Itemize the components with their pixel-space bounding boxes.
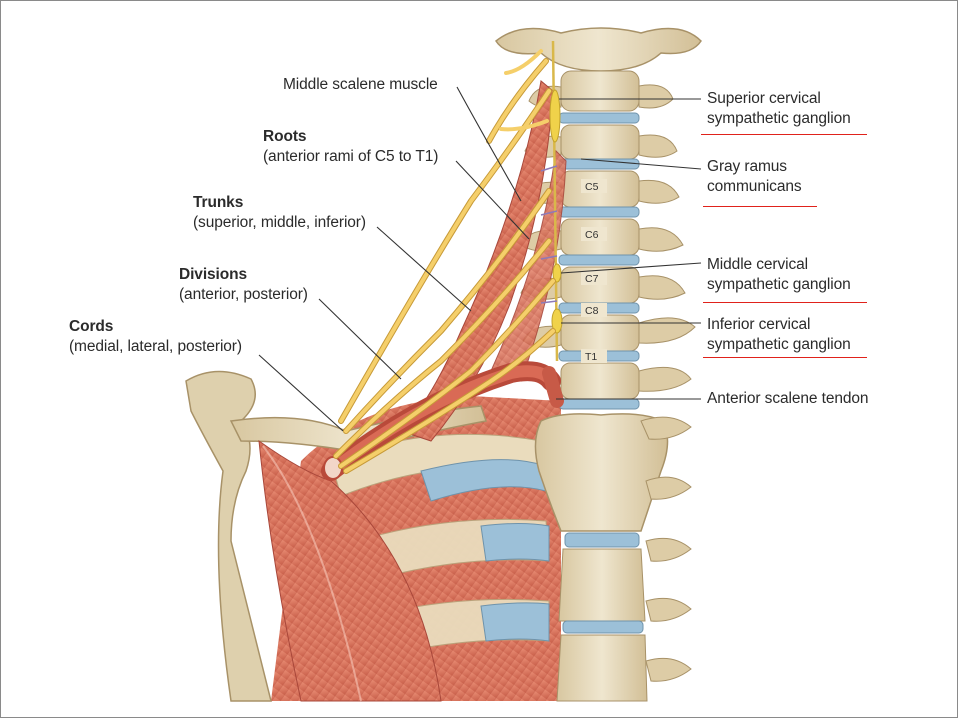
label-gray-ramus-communicans: Gray ramus communicans [707, 158, 802, 195]
label-middle-cervical-ganglion: Middle cervical sympathetic ganglion [707, 256, 851, 293]
leader-lines [258, 86, 702, 432]
label-anterior-scalene-tendon: Anterior scalene tendon [707, 390, 869, 407]
cords-title: Cords [69, 318, 114, 335]
vertebra-level-tags: C5 C6 C7 C8 T1 [581, 179, 607, 363]
sympathetic-chain [540, 40, 563, 362]
label-cords: Cords (medial, lateral, posterior) [69, 317, 242, 357]
trunks-title: Trunks [193, 194, 244, 211]
underline-gray-ramus [703, 206, 817, 207]
underline-middle-ganglion [703, 302, 867, 303]
brachial-plexus-nerves [333, 49, 556, 474]
trunks-subtitle: (superior, middle, inferior) [193, 214, 366, 231]
underline-superior-ganglion [701, 134, 867, 135]
divisions-title: Divisions [179, 266, 248, 283]
level-c8: C8 [585, 305, 599, 317]
label-inferior-cervical-ganglion: Inferior cervical sympathetic ganglion [707, 316, 851, 353]
pectoralis-minor-muscle [258, 439, 442, 702]
label-trunks: Trunks (superior, middle, inferior) [193, 193, 366, 233]
level-c5: C5 [585, 181, 599, 193]
label-roots: Roots (anterior rami of C5 to T1) [263, 127, 438, 167]
roots-title: Roots [263, 128, 307, 145]
level-c6: C6 [585, 229, 599, 241]
roots-subtitle: (anterior rami of C5 to T1) [263, 148, 439, 165]
level-c7: C7 [585, 273, 599, 285]
label-divisions: Divisions (anterior, posterior) [179, 265, 308, 305]
level-t1: T1 [585, 351, 597, 363]
cords-subtitle: (medial, lateral, posterior) [69, 338, 242, 355]
label-middle-scalene-muscle: Middle scalene muscle [283, 76, 438, 93]
label-superior-cervical-ganglion: Superior cervical sympathetic ganglion [707, 90, 851, 127]
divisions-subtitle: (anterior, posterior) [179, 286, 308, 303]
underline-inferior-ganglion [703, 357, 867, 358]
